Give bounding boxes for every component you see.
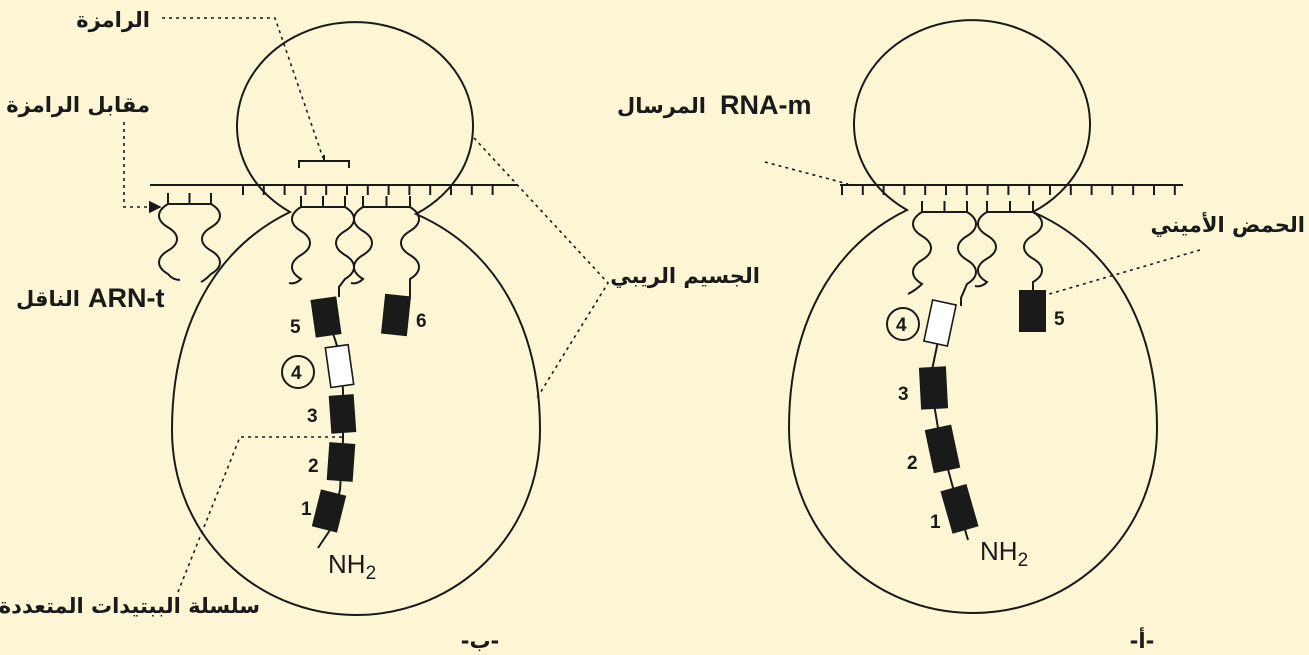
amino-acid-2 [326,442,356,482]
nh2-terminal: NH2 [980,536,1028,571]
trna-strand [158,203,181,281]
amino-acid-label-4: 4 [896,315,907,336]
trna-a-site [288,196,355,297]
trna-p-site [350,196,420,297]
trna-strand [350,206,373,285]
trna-strand [400,206,420,297]
figure-b: 5 4 3 2 1 6 NH2 الرامزة مقابل الرامزة AR… [0,8,760,653]
trna-strand [957,211,977,306]
label-amino-acid: الحمض الأميني [1151,211,1306,237]
trna-a-site [974,201,1043,292]
nh2-terminal: NH2 [328,549,376,584]
amino-acid-label-4: 4 [291,363,302,384]
amino-acid-4-circle [886,307,920,341]
caption-b: -ب- [461,629,500,653]
amino-acid-1 [940,483,979,534]
amino-acid-label-5: 5 [290,317,301,338]
label-polypeptide: سلسلة الببتيدات المتعددة [0,594,260,618]
leader-mrna [764,161,849,185]
amino-acid-label-2: 2 [308,456,319,477]
amino-acid-label-6: 6 [416,311,427,332]
amino-acid-label-2: 2 [907,453,918,474]
trna-free [158,193,221,283]
label-mrna-latin: RNA-m [720,90,812,120]
amino-acid-3 [918,366,949,410]
amino-acid-2 [924,424,961,474]
amino-acid-label-5: 5 [1054,309,1065,330]
leader-codon [162,17,324,159]
amino-acid-5 [310,296,342,338]
amino-acid-label-3: 3 [307,406,318,427]
leader-anticodon [123,122,162,214]
amino-acid-4 [324,343,355,389]
amino-acid-4 [922,299,958,347]
label-ribosome: الجسيم الريبي [610,264,760,288]
trna-strand [288,206,311,285]
leader-ribosome [473,137,609,399]
codon-bracket [298,155,350,168]
label-trna-latin: ARN-t [88,283,164,313]
amino-acid-label-1: 1 [301,499,312,520]
trna-p-site [907,201,977,306]
label-codon: الرامزة [76,8,150,32]
amino-acid-6 [380,293,412,337]
mrna-codon-ticks [841,185,1176,195]
trna-strand [200,203,221,283]
amino-acid-label-1: 1 [930,512,941,533]
leader-amino-acid [1045,249,1201,296]
mrna-codon-ticks [242,185,494,195]
figure-a: 4 3 2 1 5 NH2 RNA-m المرسال الحمض الأمين… [617,19,1306,653]
trna-strand [907,211,932,295]
label-mrna-arabic: المرسال [617,94,706,118]
caption-a: -أ- [1130,626,1155,653]
ribosome-outline [170,21,542,617]
trna-strand [974,211,997,288]
amino-acid-4-circle [281,355,315,389]
amino-acid-label-3: 3 [898,384,909,405]
label-trna-arabic: الناقل [16,287,80,311]
trna-strand [1023,211,1043,292]
amino-acid-3 [328,394,357,434]
label-anticodon: مقابل الرامزة [6,93,150,117]
amino-acid-1 [311,489,347,533]
amino-acid-5 [1019,290,1046,332]
